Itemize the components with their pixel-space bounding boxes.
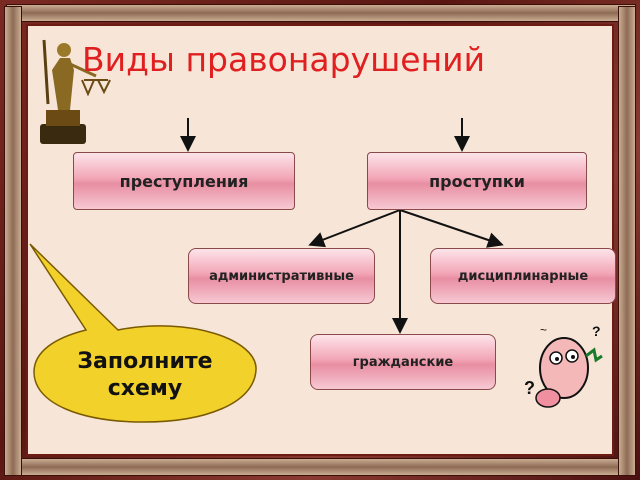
confused-face-icon: ? ? ~: [524, 323, 603, 408]
node-offenses-label: проступки: [429, 171, 525, 191]
node-civil: гражданские: [310, 334, 496, 390]
page-title: Виды правонарушений: [82, 40, 486, 79]
callout-line-1: Заполните: [77, 349, 213, 374]
callout-text: Заполните схему: [40, 348, 250, 402]
callout-bubble: [29, 243, 257, 423]
arrow-to-disciplinary: [399, 209, 504, 248]
node-crimes: преступления: [73, 152, 295, 210]
callout-line-2: схему: [107, 376, 183, 401]
frame-rail-left: [4, 6, 22, 476]
node-crimes-label: преступления: [119, 171, 249, 191]
svg-text:?: ?: [524, 378, 535, 398]
node-offenses: проступки: [367, 152, 587, 210]
frame-rail-right: [618, 6, 636, 476]
svg-text:~: ~: [540, 323, 547, 337]
node-civil-label: гражданские: [352, 354, 454, 370]
node-disciplinary-label: дисциплинарные: [457, 268, 589, 284]
justice-statue-icon: [40, 39, 111, 144]
node-disciplinary: дисциплинарные: [430, 248, 616, 304]
svg-text:?: ?: [592, 323, 601, 339]
node-administrative-label: административные: [209, 268, 354, 284]
arrow-to-administrative: [308, 209, 401, 248]
node-administrative: административные: [188, 248, 375, 304]
